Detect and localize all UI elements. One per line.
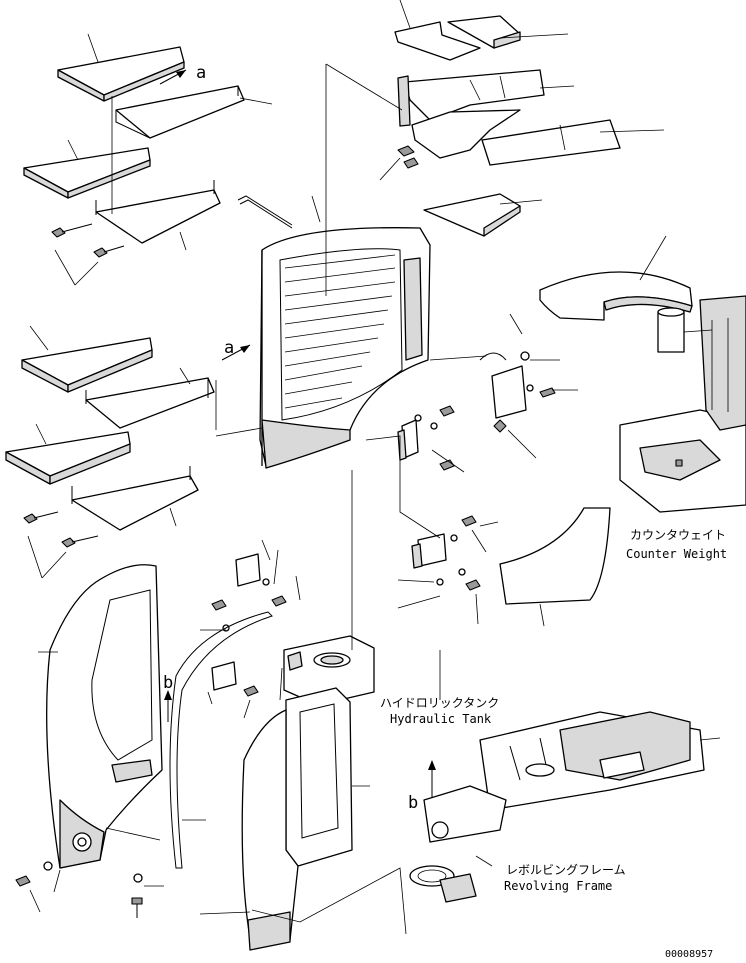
revolving-frame-label-jp: レボルビングフレーム <box>506 863 626 877</box>
hinge-lower <box>411 515 481 591</box>
bolts-middle-left <box>23 511 99 579</box>
hydraulic-tank-label-en: Hydraulic Tank <box>390 712 492 726</box>
tank-side-cover <box>499 507 611 605</box>
upper-cover-bracket-2 <box>95 180 221 244</box>
left-side-door <box>46 564 163 869</box>
top-plate-small <box>394 21 481 61</box>
seal-strip <box>169 611 273 869</box>
side-cover-panel <box>481 119 621 166</box>
hinge-upper <box>397 405 455 471</box>
right-side-door <box>241 687 353 951</box>
revolving-frame <box>409 711 705 903</box>
revolving-frame-label-en: Revolving Frame <box>504 879 612 893</box>
latch-bracket-right <box>479 351 556 433</box>
lock-rod <box>237 195 293 229</box>
cylinder-part <box>657 307 685 353</box>
middle-cover-pad-1 <box>21 337 153 393</box>
view-label-b-left: b <box>163 673 173 693</box>
lower-cover-panel <box>411 109 521 159</box>
upper-cover-panel <box>397 69 545 127</box>
counterweight-label-en: Counter Weight <box>626 547 727 561</box>
upper-cover-pad-1 <box>57 46 185 102</box>
top-plate-pad <box>447 15 521 49</box>
hydraulic-tank <box>283 635 375 706</box>
view-arrow-a-top <box>159 69 187 85</box>
upper-cover-bracket-1 <box>115 85 245 139</box>
view-label-a-top: a <box>196 63 206 83</box>
bracket-clip <box>211 661 259 697</box>
top-pad-right <box>423 193 521 237</box>
counterweight-label-jp: カウンタウェイト <box>630 528 726 542</box>
grille-louvers <box>284 254 396 409</box>
arch-cover <box>539 271 693 321</box>
counterweight <box>619 295 746 513</box>
upper-cover-pad-2 <box>23 147 151 199</box>
middle-cover-pad-2 <box>5 431 131 485</box>
grille-cover <box>259 227 431 469</box>
view-arrow-b-right <box>428 760 436 798</box>
drawing-number: 00008957 <box>665 949 713 959</box>
view-label-b-right: b <box>408 793 418 813</box>
view-arrow-b-left <box>164 690 172 722</box>
hydraulic-tank-label-jp: ハイドロリックタンク <box>380 696 499 710</box>
small-bracket-center <box>211 553 287 632</box>
middle-cover-bracket-1 <box>85 377 215 429</box>
view-label-a-left: a <box>224 338 234 358</box>
bolts-upper-left <box>51 223 125 286</box>
bolt-top-center <box>397 145 419 169</box>
leader-lines <box>29 0 721 935</box>
bolts-lower-left <box>15 861 143 918</box>
view-arrow-a-left <box>221 344 251 361</box>
middle-cover-bracket-2 <box>71 466 199 531</box>
